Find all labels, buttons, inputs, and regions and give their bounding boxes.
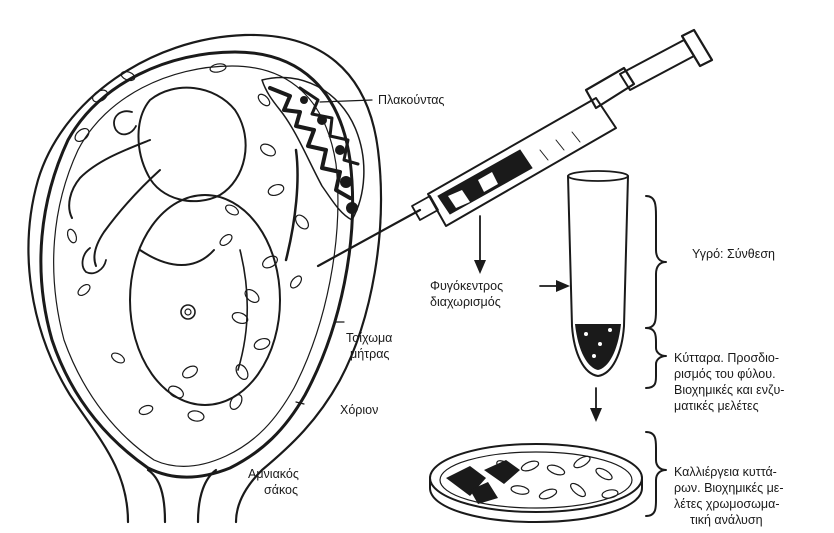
centrifuge-label-line1: Φυγόκεντρος xyxy=(430,279,503,293)
cells-label-line3: Βιοχημικές και ενζυ- xyxy=(674,383,784,397)
placenta-illustration xyxy=(262,77,364,260)
culture-label-line3: λέτες χρωμοσωμα- xyxy=(674,497,779,511)
right-arrow-icon xyxy=(540,280,570,292)
cells-label-line4: ματικές μελέτες xyxy=(674,399,759,413)
fluid-composition-label: Υγρό: Σύνθεση xyxy=(692,247,775,261)
culture-label-line1: Καλλιέργεια κυττά- xyxy=(674,465,777,479)
down-arrow-icon xyxy=(474,216,486,274)
uterus-illustration xyxy=(28,35,380,522)
placenta-label: Πλακούντας xyxy=(378,93,444,107)
uterine-wall-label-line1: Τοίχωμα xyxy=(346,331,392,345)
culture-label-line2: ρων. Βιοχημικές με- xyxy=(674,481,784,495)
down-arrow-icon xyxy=(590,388,602,422)
cells-label-line1: Κύτταρα. Προσδιο- xyxy=(674,351,779,365)
amniotic-sac-label-line1: Αμνιακός xyxy=(248,467,299,481)
brace-icon xyxy=(646,196,666,516)
test-tube-icon xyxy=(568,171,628,376)
cells-label-line2: ρισμός του φύλου. xyxy=(674,367,776,381)
chorion-label: Χόριον xyxy=(340,403,378,417)
petri-dish-icon xyxy=(430,444,642,522)
amniotic-sac-label-line2: σάκος xyxy=(264,483,298,497)
fetus-illustration xyxy=(69,88,280,405)
uterine-wall-label-line2: μήτρας xyxy=(350,347,389,361)
culture-label-line4: τική ανάλυση xyxy=(690,513,763,527)
centrifuge-label-line2: διαχωρισμός xyxy=(430,295,501,309)
